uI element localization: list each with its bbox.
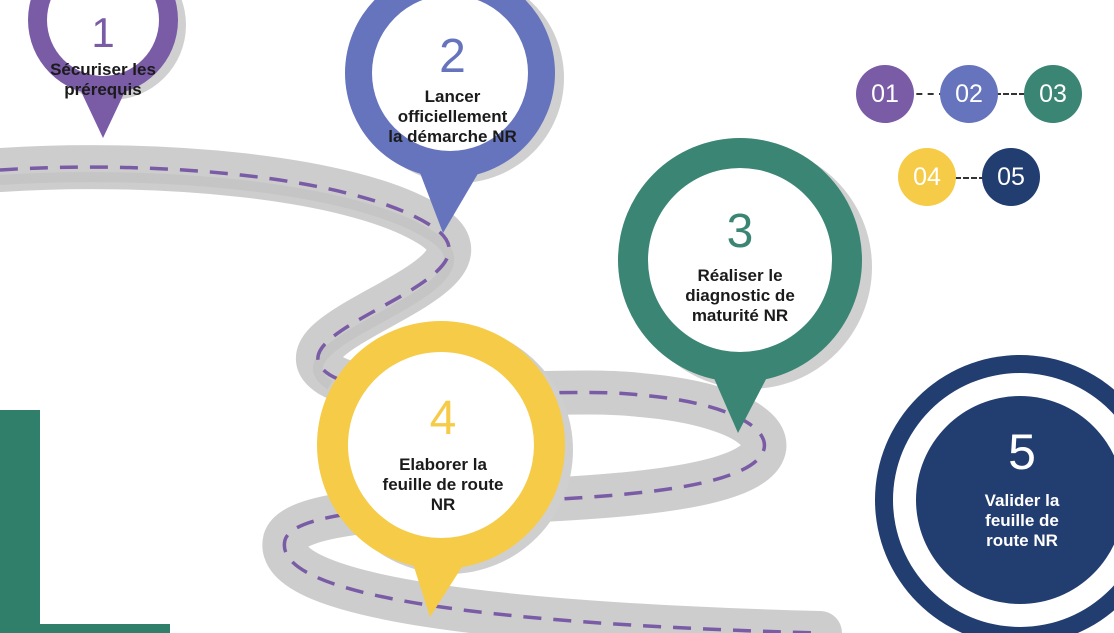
- legend-step-03: 03: [1024, 65, 1082, 123]
- step-2-label: Lancer officiellement la démarche NR: [388, 87, 517, 147]
- bottom-accent-bar: [0, 624, 170, 633]
- step-1-label: Sécuriser les prérequis: [50, 60, 156, 100]
- step-5-label: Valider la feuille de route NR: [984, 491, 1060, 551]
- step-4-number: 4: [429, 392, 457, 445]
- step-1-marker: 1 Sécuriser les prérequis: [18, 0, 188, 180]
- road-dashed-line: [0, 165, 821, 633]
- step-4-label: Elaborer la feuille de route NR: [382, 455, 504, 515]
- step-4-marker: 4 Elaborer la feuille de route NR: [317, 321, 578, 623]
- road-shadow: [0, 172, 455, 390]
- legend-step-05: 05: [982, 148, 1040, 206]
- step-3-label: Réaliser le diagnostic de maturité NR: [685, 266, 795, 326]
- legend-connector: [955, 177, 985, 179]
- step-5-marker: [875, 355, 1114, 633]
- step-3-marker: 3 Réaliser le diagnostic de maturité NR: [618, 138, 872, 435]
- legend-step-01: 01: [856, 65, 914, 123]
- left-accent-bar: [0, 410, 40, 633]
- step-2-marker: 2 Lancer officiellement la démarche NR: [345, 0, 564, 245]
- legend-step-04: 04: [898, 148, 956, 206]
- legend-connector: [995, 93, 1025, 95]
- step-1-number: 1: [91, 9, 115, 56]
- step-5-number: 5: [1008, 424, 1036, 480]
- step-3-number: 3: [726, 205, 754, 258]
- legend-step-02: 02: [940, 65, 998, 123]
- step-2-number: 2: [439, 30, 466, 83]
- legend-connector: [905, 93, 945, 95]
